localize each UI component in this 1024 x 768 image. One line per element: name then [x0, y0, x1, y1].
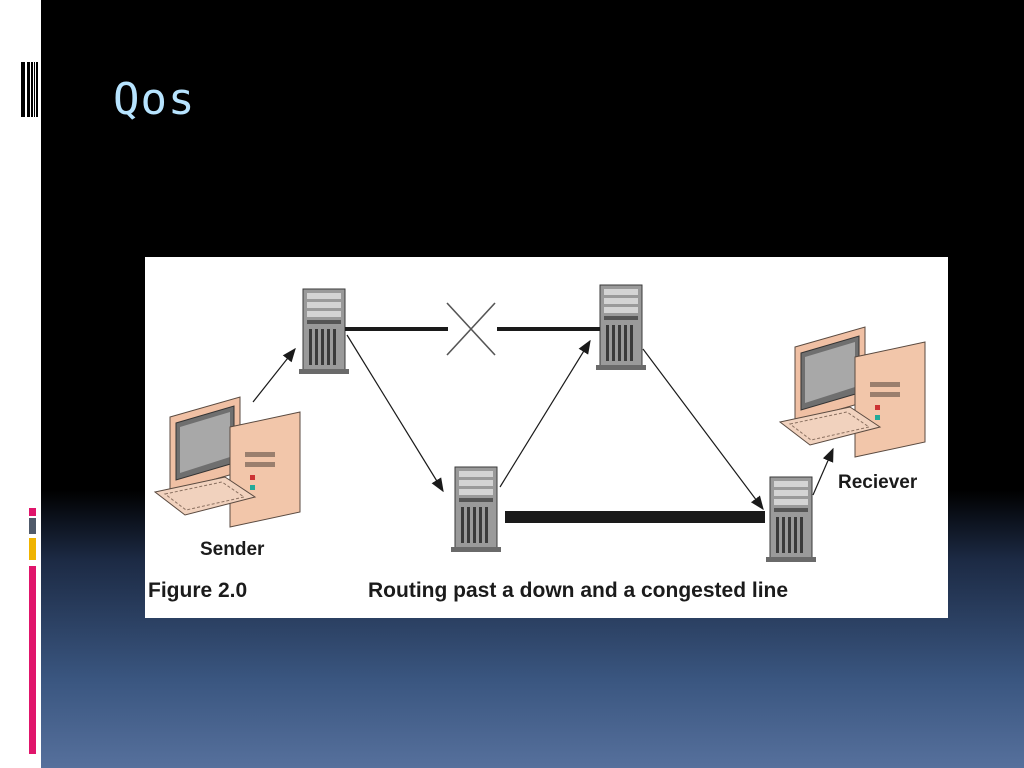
network-diagram: Sender Reciever Figure 2.0 Routing past …	[145, 257, 948, 618]
arrow-down-to-bottom-router	[346, 334, 444, 493]
arrow-sender-to-router	[252, 347, 296, 403]
accent-yellow	[29, 538, 36, 560]
router-top-left-icon	[298, 288, 350, 375]
accent-pink-long	[29, 566, 36, 754]
logo-bar	[27, 62, 30, 117]
router-bottom-left-icon	[450, 466, 502, 553]
router-bottom-right-icon	[765, 476, 817, 563]
arrow-to-receiver-router	[642, 348, 764, 511]
arrow-to-receiver	[812, 447, 834, 496]
left-decorative-strip	[0, 0, 41, 768]
logo-bar	[34, 62, 35, 117]
sender-computer-icon	[154, 396, 301, 528]
sender-label: Sender	[200, 539, 265, 560]
arrow-up-to-top-router	[499, 339, 591, 488]
link-down-x-icon	[446, 302, 496, 356]
figure-number: Figure 2.0	[148, 579, 248, 602]
receiver-label: Reciever	[838, 472, 918, 493]
diagram-canvas	[154, 284, 926, 563]
accent-pink-small	[29, 508, 36, 516]
figure-caption: Routing past a down and a congested line	[368, 579, 789, 602]
logo-bar	[31, 62, 33, 117]
slide-title: Qos	[113, 74, 196, 125]
receiver-computer-icon	[779, 326, 926, 458]
accent-gray	[29, 518, 36, 534]
logo-bar	[36, 62, 38, 117]
logo-bar	[21, 62, 25, 117]
router-top-right-icon	[595, 284, 647, 371]
